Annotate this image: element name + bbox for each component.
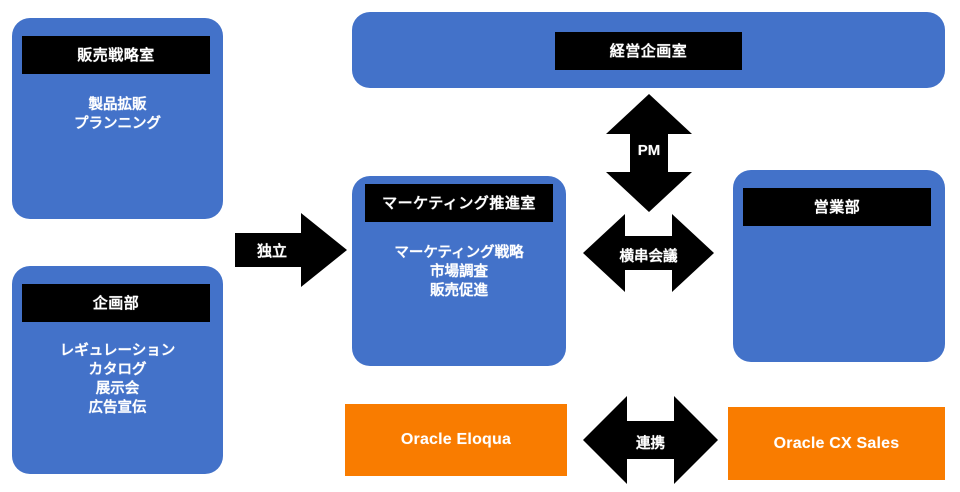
card-planning-department[interactable]: 企画部 レギュレーション カタログ 展示会 広告宣伝 bbox=[12, 266, 223, 474]
card-body-line: 販売促進 bbox=[430, 283, 488, 300]
product-box-oracle-eloqua[interactable]: Oracle Eloqua bbox=[345, 404, 567, 476]
card-title-marketing-promotion-office: マーケティング推進室 bbox=[382, 194, 536, 212]
card-body-line: プランニング bbox=[74, 116, 161, 133]
card-body-marketing-promotion-office: マーケティング戦略 市場調査 販売促進 bbox=[352, 244, 566, 301]
card-title-plate-sales-department: 営業部 bbox=[743, 188, 931, 226]
product-label-oracle-eloqua: Oracle Eloqua bbox=[400, 431, 512, 448]
card-title-plate-planning-department: 企画部 bbox=[22, 284, 210, 322]
product-label-oracle-cx-sales: Oracle CX Sales bbox=[773, 434, 900, 452]
arrow-left-right-icon-integration: 連携 bbox=[583, 396, 718, 484]
card-corporate-planning-office[interactable]: 経営企画室 bbox=[352, 12, 945, 88]
card-body-line: レギュレーション bbox=[59, 343, 176, 359]
arrow-up-down-icon-pm: PM bbox=[606, 94, 692, 212]
card-body-line: 市場調査 bbox=[430, 264, 488, 281]
card-body-line: マーケティング戦略 bbox=[394, 245, 524, 261]
card-body-line: 展示会 bbox=[95, 381, 140, 398]
card-sales-strategy-office[interactable]: 販売戦略室 製品拡販 プランニング bbox=[12, 18, 223, 219]
card-body-sales-strategy-office: 製品拡販 プランニング bbox=[12, 96, 223, 134]
arrow-left-right-icon-cross-functional-meeting: 横串会議 bbox=[583, 214, 714, 292]
card-body-line: カタログ bbox=[88, 362, 147, 379]
card-title-sales-strategy-office: 販売戦略室 bbox=[77, 46, 155, 64]
card-title-plate-corporate-planning-office: 経営企画室 bbox=[555, 32, 742, 70]
arrow-right-icon-independence: 独立 bbox=[235, 213, 347, 287]
card-title-planning-department: 企画部 bbox=[92, 294, 140, 312]
card-body-line: 製品拡販 bbox=[88, 97, 147, 113]
card-body-planning-department: レギュレーション カタログ 展示会 広告宣伝 bbox=[12, 342, 223, 419]
card-body-line: 広告宣伝 bbox=[88, 400, 147, 417]
card-marketing-promotion-office[interactable]: マーケティング推進室 マーケティング戦略 市場調査 販売促進 bbox=[352, 176, 566, 366]
card-title-sales-department: 営業部 bbox=[813, 198, 861, 216]
product-box-oracle-cx-sales[interactable]: Oracle CX Sales bbox=[728, 407, 945, 480]
card-title-plate-marketing-promotion-office: マーケティング推進室 bbox=[365, 184, 553, 222]
card-sales-department[interactable]: 営業部 bbox=[733, 170, 945, 362]
card-title-plate-sales-strategy-office: 販売戦略室 bbox=[22, 36, 210, 74]
card-title-corporate-planning-office: 経営企画室 bbox=[609, 42, 688, 60]
